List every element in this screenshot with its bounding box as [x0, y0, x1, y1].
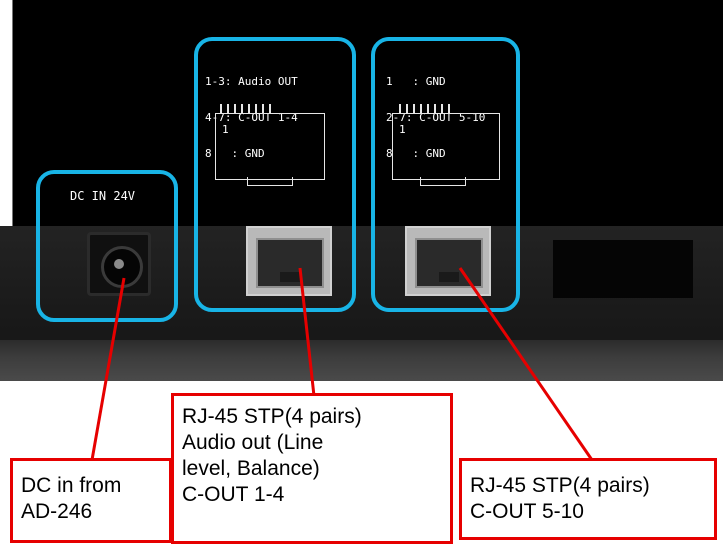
- device-rear-panel-upper: [12, 0, 723, 227]
- connector-b-pin-marks: [399, 104, 450, 114]
- connector-b-key: [420, 177, 466, 186]
- rj45-port-a: [246, 226, 332, 296]
- pinout-line: 8 : GND: [386, 147, 446, 160]
- connector-a-key: [247, 177, 293, 186]
- leader-line-rj45-a: [298, 267, 316, 397]
- connector-b-highlight-frame: [371, 37, 520, 312]
- connector-a-outline: 1: [215, 113, 325, 180]
- rj45-port-b: [405, 226, 491, 296]
- pinout-line: 4-7: C-OUT 1-4: [205, 111, 298, 124]
- connector-b-outline: 1: [392, 113, 500, 180]
- callout-rj45-a: RJ-45 STP(4 pairs) Audio out (Line level…: [171, 393, 453, 544]
- connector-a-pin-marks: [220, 104, 271, 114]
- device-base-edge: [0, 340, 723, 381]
- callout-dc: DC in from AD-246: [10, 458, 172, 543]
- pin-one-label: 1: [222, 123, 229, 136]
- dc-in-label: DC IN 24V: [70, 189, 136, 203]
- pinout-line: 1 : GND: [386, 75, 446, 88]
- dc-highlight-frame: [36, 170, 178, 322]
- callout-rj45-b: RJ-45 STP(4 pairs) C-OUT 5-10: [459, 458, 717, 540]
- pinout-line: 1-3: Audio OUT: [205, 75, 298, 88]
- leader-line-dc: [90, 277, 126, 461]
- connector-a-highlight-frame: [194, 37, 356, 312]
- leader-line-rj45-b: [458, 267, 594, 461]
- pinout-line: 8 : GND: [205, 147, 265, 160]
- device-window: [553, 240, 693, 298]
- pin-one-label: 1: [399, 123, 406, 136]
- connector-a-pinout: 1-3: Audio OUT 4-7: C-OUT 1-4 8 : GND: [205, 52, 298, 172]
